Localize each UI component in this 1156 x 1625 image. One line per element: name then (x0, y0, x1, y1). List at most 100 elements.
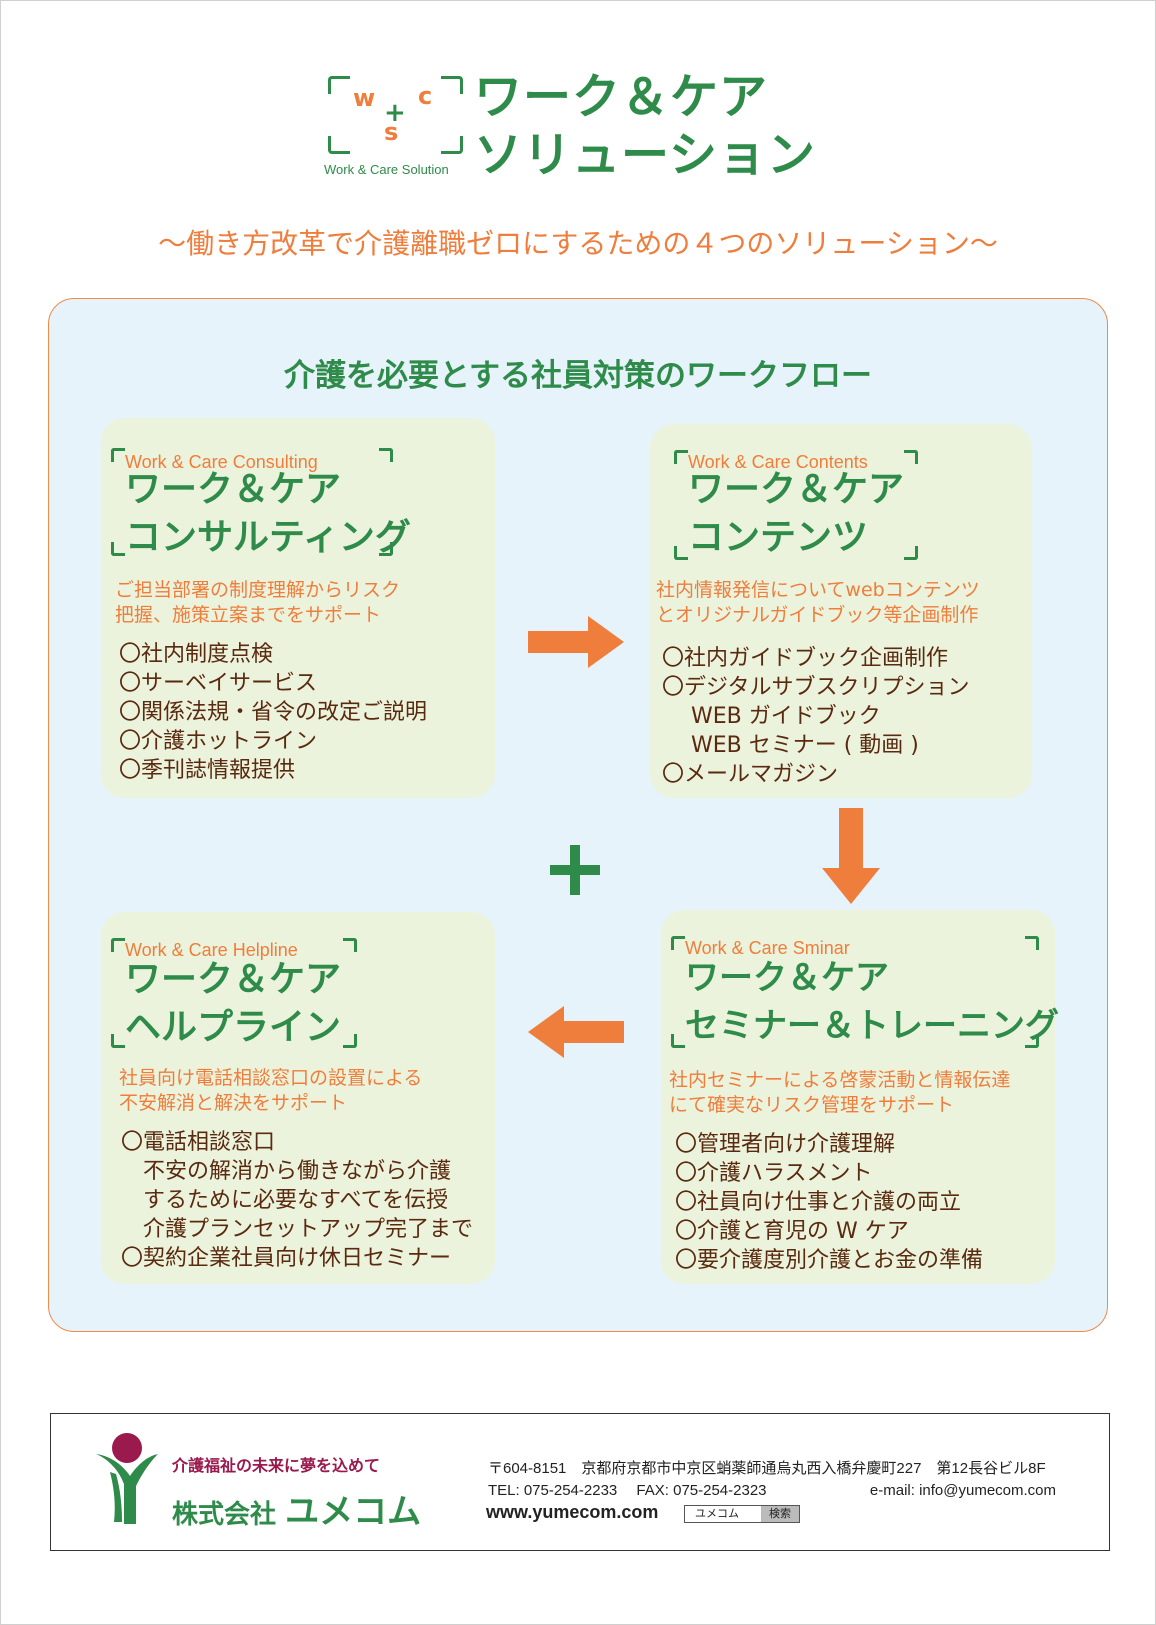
card-en-title: Work & Care Helpline (125, 940, 298, 960)
company-address: 〒604-8151 京都府京都市中京区蛸薬師通烏丸西入橋弁慶町227 第12長谷… (488, 1460, 1046, 1477)
company-contact: 〒604-8151 京都府京都市中京区蛸薬師通烏丸西入橋弁慶町227 第12長谷… (488, 1458, 1056, 1502)
list-item: 〇関係法規・省令の改定ご説明 (119, 700, 428, 725)
card-bracket (671, 936, 685, 950)
company-prefix: 株式会社 (172, 1500, 277, 1530)
card-contents: Work & Care Contents ワーク＆ケア コンテンツ 社内情報発信… (650, 424, 1032, 798)
card-bracket (343, 938, 357, 952)
company-tagline: 介護福祉の未来に夢を込めて (172, 1456, 381, 1475)
list-item: 〇介護ホットライン (119, 729, 318, 754)
plus-icon (550, 845, 600, 895)
title-line: ソリューション (474, 127, 817, 183)
card-jp-line: ワーク＆ケア (688, 469, 905, 510)
desc-line: 社内情報発信についてwebコンテンツ (656, 579, 980, 601)
card-service-list: 〇社内ガイドブック企画制作 〇デジタルサブスクリプション WEB ガイドブック … (662, 644, 970, 789)
card-jp-line: ワーク＆ケア (125, 959, 342, 1000)
desc-line: 社員向け電話相談窓口の設置による (119, 1067, 423, 1089)
card-seminar: Work & Care Sminar ワーク＆ケア セミナー＆トレーニング 社内… (661, 910, 1059, 1284)
arrow-down-icon (822, 808, 880, 904)
card-jp-title: ワーク＆ケア ヘルプライン (125, 956, 341, 1052)
brand-logo-dot (112, 1433, 142, 1463)
page-subtitle: 〜働き方改革で介護離職ゼロにするための４つのソリューション〜 (158, 227, 998, 260)
company-brand: ユメコム (285, 1492, 422, 1532)
card-jp-title: ワーク＆ケア コンテンツ (688, 466, 904, 562)
card-bracket (111, 448, 125, 462)
search-query: ユメコム (695, 1507, 739, 1520)
card-en-title: Work & Care Sminar (685, 938, 850, 958)
logo-letter-plus: + (384, 98, 406, 128)
search-box[interactable]: ユメコム 検索 (684, 1505, 800, 1523)
desc-line: とオリジナルガイドブック等企画制作 (656, 604, 979, 626)
card-jp-line: コンサルティング (125, 517, 411, 558)
list-item: 〇サーベイサービス (119, 671, 318, 696)
card-bracket (674, 546, 688, 560)
company-email[interactable]: e-mail: info@yumecom.com (869, 1482, 1056, 1499)
card-en-title: Work & Care Contents (688, 452, 868, 472)
list-item: 〇要介護度別介護とお金の準備 (675, 1248, 984, 1273)
desc-line: 把握、施策立案までをサポート (115, 604, 382, 626)
list-item: 〇季刊誌情報提供 (119, 758, 296, 783)
card-service-list: 〇社内制度点検 〇サーベイサービス 〇関係法規・省令の改定ご説明 〇介護ホットラ… (119, 640, 427, 785)
card-bracket (379, 542, 393, 556)
card-bracket (111, 1034, 125, 1048)
card-jp-line: ワーク＆ケア (685, 958, 889, 998)
card-bracket (343, 1034, 357, 1048)
card-description: ご担当部署の制度理解からリスク 把握、施策立案までをサポート (115, 578, 400, 628)
company-tel-fax: TEL: 075-254-2233 FAX: 075-254-2323 (488, 1482, 767, 1499)
card-bracket (111, 938, 125, 952)
list-item: 介護プランセットアップ完了まで (121, 1217, 474, 1242)
logo-letter-c: c (418, 82, 433, 110)
list-item: 〇電話相談窓口 (121, 1130, 276, 1155)
card-en-title: Work & Care Consulting (125, 452, 318, 472)
card-bracket (904, 450, 918, 464)
card-bracket (671, 1034, 685, 1048)
card-jp-title: ワーク＆ケア コンサルティング (125, 466, 411, 562)
logo-bracket (441, 76, 463, 94)
desc-line: にて確実なリスク管理をサポート (669, 1094, 955, 1116)
logo-mark: w + c s (328, 76, 463, 176)
list-item: WEB ガイドブック (662, 704, 881, 729)
card-description: 社内セミナーによる啓蒙活動と情報伝達 にて確実なリスク管理をサポート (669, 1068, 1010, 1118)
logo-letter-s: s (384, 118, 399, 146)
search-button[interactable]: 検索 (761, 1506, 799, 1522)
list-item: 〇社員向け仕事と介護の両立 (675, 1190, 962, 1215)
list-item: 〇介護と育児の W ケア (675, 1219, 909, 1244)
logo-bracket (328, 136, 350, 154)
brand-logo-icon (96, 1454, 158, 1524)
card-bracket (1025, 936, 1039, 950)
card-bracket (111, 542, 125, 556)
card-jp-line: コンテンツ (688, 517, 869, 558)
desc-line: ご担当部署の制度理解からリスク (115, 579, 401, 601)
card-description: 社内情報発信についてwebコンテンツ とオリジナルガイドブック等企画制作 (656, 578, 980, 628)
card-service-list: 〇管理者向け介護理解 〇介護ハラスメント 〇社員向け仕事と介護の両立 〇介護と育… (675, 1130, 983, 1275)
company-website-link[interactable]: www.yumecom.com (486, 1502, 659, 1522)
list-item: するために必要なすべてを伝授 (121, 1188, 449, 1213)
desc-line: 社内セミナーによる啓蒙活動と情報伝達 (669, 1069, 1011, 1091)
arrow-left-icon (528, 1006, 624, 1058)
desc-line: 不安解消と解決をサポート (119, 1092, 348, 1114)
logo-bracket (328, 76, 350, 94)
card-bracket (1025, 1034, 1039, 1048)
list-item: 〇社内制度点検 (119, 642, 274, 667)
card-jp-line: ワーク＆ケア (125, 469, 342, 510)
list-item: 不安の解消から働きながら介護 (121, 1159, 452, 1184)
card-helpline: Work & Care Helpline ワーク＆ケア ヘルプライン 社員向け電… (101, 912, 495, 1284)
logo-subtext: Work & Care Solution (324, 162, 449, 177)
card-bracket (904, 546, 918, 560)
logo-letter-w: w (353, 84, 376, 112)
card-jp-title: ワーク＆ケア セミナー＆トレーニング (685, 954, 1059, 1050)
card-bracket (379, 448, 393, 462)
list-item: 〇デジタルサブスクリプション (662, 675, 970, 700)
card-jp-line: セミナー＆トレーニング (685, 1006, 1059, 1046)
card-consulting: Work & Care Consulting ワーク＆ケア コンサルティング ご… (101, 418, 495, 798)
list-item: 〇介護ハラスメント (675, 1161, 873, 1186)
card-jp-line: ヘルプライン (125, 1007, 342, 1048)
logo-bracket (441, 136, 463, 154)
card-bracket (674, 450, 688, 464)
page-title: ワーク＆ケア ソリューション (474, 68, 816, 184)
card-description: 社員向け電話相談窓口の設置による 不安解消と解決をサポート (119, 1066, 422, 1116)
list-item: 〇メールマガジン (662, 762, 839, 787)
footer-box (50, 1413, 1110, 1551)
card-service-list: 〇電話相談窓口 不安の解消から働きながら介護 するために必要なすべてを伝授 介護… (121, 1128, 473, 1273)
list-item: WEB セミナー ( 動画 ) (662, 733, 919, 758)
title-line: ワーク＆ケア (474, 69, 769, 125)
